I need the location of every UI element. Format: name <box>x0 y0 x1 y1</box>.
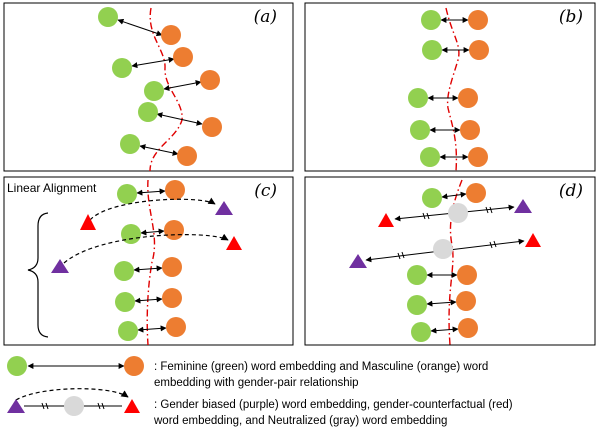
pairs-b <box>408 10 489 167</box>
panel-d-label: (d) <box>559 181 583 201</box>
feminine-embedding <box>112 58 132 78</box>
panel-c: Linear Alignment (c) <box>3 176 294 346</box>
panel-a-frame <box>3 2 294 172</box>
masculine-embedding <box>202 117 222 137</box>
pairs-a <box>98 7 222 166</box>
biased-embedding <box>514 199 532 213</box>
decision-boundary-b <box>445 7 460 172</box>
feminine-embedding <box>422 40 442 60</box>
neutralized-pairs-d <box>349 199 541 268</box>
feminine-embedding <box>117 184 137 204</box>
decision-boundary-d <box>448 179 463 346</box>
legend-pair: : Feminine (green) word embedding and Ma… <box>7 356 488 389</box>
masculine-embedding <box>177 146 197 166</box>
counterfactual-link <box>89 197 216 221</box>
masculine-embedding <box>200 70 220 90</box>
alignment-brace <box>27 212 49 338</box>
masculine-embedding <box>456 291 476 311</box>
feminine-embedding <box>144 81 164 101</box>
masculine-embedding <box>166 317 186 337</box>
panel-b-frame <box>304 2 596 172</box>
legend-bias-line1: : Gender biased (purple) word embedding,… <box>154 399 513 411</box>
panel-a: (a) <box>3 2 294 172</box>
feminine-embedding <box>120 134 140 154</box>
counterfactual-embedding <box>80 214 96 230</box>
feminine-embedding <box>408 88 428 108</box>
legend: : Feminine (green) word embedding and Ma… <box>7 356 513 427</box>
feminine-embedding <box>420 147 440 167</box>
feminine-embedding <box>138 102 158 122</box>
legend-counterfactual-link <box>15 388 129 401</box>
panel-b: (b) <box>304 2 596 172</box>
masculine-embedding <box>468 10 488 30</box>
feminine-embedding <box>118 321 138 341</box>
feminine-embedding <box>407 295 427 315</box>
masculine-embedding <box>460 120 480 140</box>
legend-feminine-embedding <box>7 356 27 376</box>
feminine-embedding <box>407 265 427 285</box>
masculine-embedding <box>466 183 486 203</box>
masculine-embedding <box>162 288 182 308</box>
masculine-embedding <box>161 25 181 45</box>
pairs-c <box>114 180 186 341</box>
masculine-embedding <box>458 88 478 108</box>
legend-pair-line1: : Feminine (green) word embedding and Ma… <box>154 361 488 373</box>
legend-masculine-embedding <box>124 356 144 376</box>
panel-d-frame <box>304 176 596 346</box>
feminine-embedding <box>421 10 441 30</box>
feminine-embedding <box>410 120 430 140</box>
biased-embedding <box>51 259 69 273</box>
pairs-d <box>407 183 486 342</box>
masculine-embedding <box>162 257 182 277</box>
feminine-embedding <box>422 188 442 208</box>
feminine-embedding <box>411 322 431 342</box>
legend-counterfactual-embedding <box>124 399 140 413</box>
legend-bias: : Gender biased (purple) word embedding,… <box>7 388 513 427</box>
counterfactual-embedding <box>525 233 541 247</box>
masculine-embedding <box>469 40 489 60</box>
biased-embedding <box>215 201 233 215</box>
feminine-embedding <box>114 261 134 281</box>
counterfactual-embedding <box>226 236 242 250</box>
masculine-embedding <box>457 265 477 285</box>
masculine-embedding <box>468 147 488 167</box>
feminine-embedding <box>98 7 118 27</box>
feminine-embedding <box>121 224 141 244</box>
legend-biased-embedding <box>7 399 25 413</box>
panel-c-label: (c) <box>254 181 277 201</box>
feminine-embedding <box>115 292 135 312</box>
linear-alignment-title: Linear Alignment <box>7 181 97 195</box>
panel-a-label: (a) <box>254 7 277 27</box>
masculine-embedding <box>173 47 193 67</box>
neutralized-embedding <box>448 203 468 223</box>
decision-boundary-c <box>146 179 156 346</box>
masculine-embedding <box>164 220 184 240</box>
masculine-embedding <box>458 318 478 338</box>
panel-d: (d) <box>304 176 596 346</box>
masculine-embedding <box>165 180 185 200</box>
neutralized-embedding <box>433 239 453 259</box>
panel-b-label: (b) <box>559 7 583 27</box>
legend-neutralized-embedding <box>64 396 84 416</box>
legend-bias-line2: word embedding, and Neutralized (gray) w… <box>153 415 447 427</box>
biased-embedding <box>349 254 367 268</box>
counterfactual-link <box>63 233 229 264</box>
legend-pair-line2: embedding with gender-pair relationship <box>154 377 359 389</box>
panel-c-frame <box>3 176 294 346</box>
counterfactual-embedding <box>378 213 394 227</box>
biased-pairs-c <box>51 197 242 273</box>
